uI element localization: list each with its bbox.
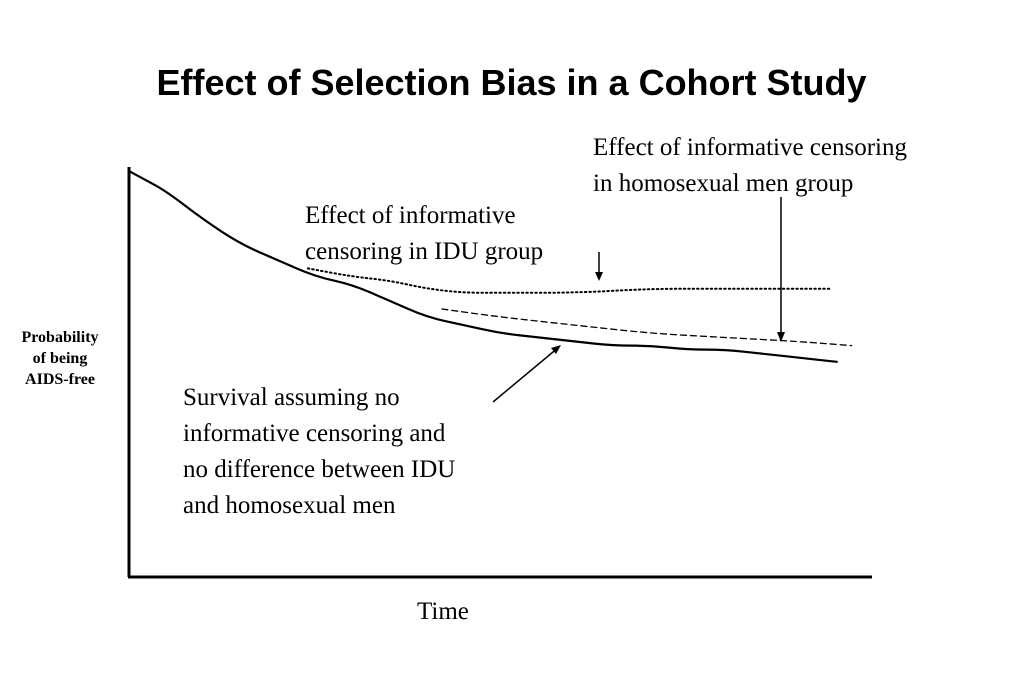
annotation-line: censoring in IDU group <box>305 238 544 265</box>
y-axis-label-line: Probability <box>21 329 99 346</box>
annotation-line: Survival assuming no <box>183 384 400 411</box>
annotation-line: informative censoring and <box>183 420 446 447</box>
survival-curve <box>127 169 838 363</box>
annotation-line: in homosexual men group <box>593 170 854 197</box>
annotation-idu: Effect of informative censoring in IDU g… <box>305 198 605 270</box>
arrow-survival <box>492 346 560 403</box>
y-axis-label-line: of being <box>32 350 88 367</box>
annotation-homosexual-men: Effect of informative censoring in homos… <box>593 130 1013 202</box>
idu-censoring-curve <box>306 267 831 294</box>
y-axis-label-line: AIDS-free <box>25 371 95 388</box>
arrowhead-homosexual-men <box>777 332 785 342</box>
arrowhead-survival <box>551 345 561 354</box>
y-axis-label: Probability of being AIDS-free <box>8 327 112 390</box>
annotation-line: no difference between IDU <box>183 456 456 483</box>
page-title: Effect of Selection Bias in a Cohort Stu… <box>156 62 867 103</box>
x-axis-label: Time <box>417 598 469 625</box>
annotation-line: Effect of informative censoring <box>593 134 908 161</box>
annotation-survival: Survival assuming no informative censori… <box>183 380 523 524</box>
arrowhead-idu <box>595 272 603 281</box>
homosexual-men-censoring-curve <box>441 308 853 347</box>
annotation-line: Effect of informative <box>305 202 516 229</box>
annotation-line: and homosexual men <box>183 492 396 519</box>
